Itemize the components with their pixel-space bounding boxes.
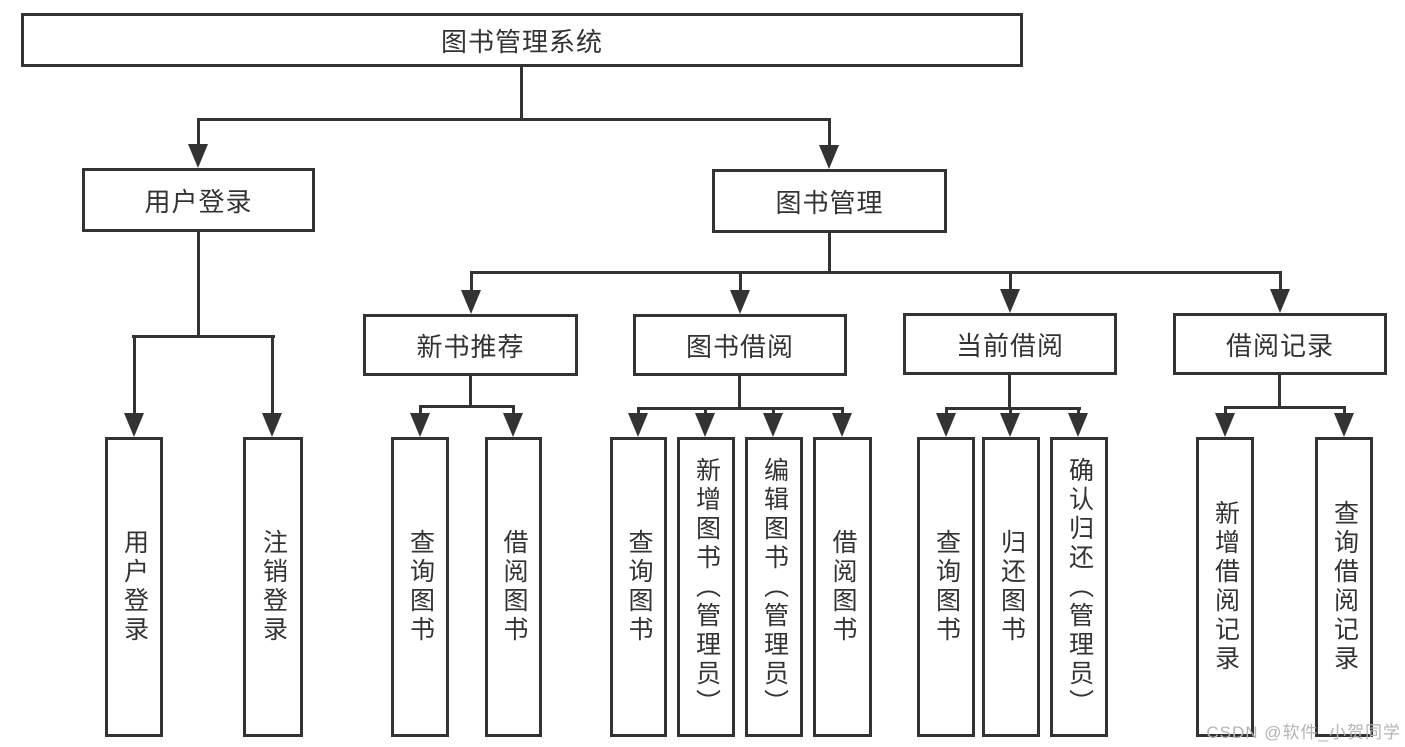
connector-line xyxy=(828,118,831,148)
leaf-label: 查询图书 xyxy=(932,529,961,645)
connector-line xyxy=(1009,407,1012,417)
arrow-down-icon xyxy=(461,290,481,314)
connector-line xyxy=(841,407,844,417)
connector-line xyxy=(1077,407,1080,417)
arrow-down-icon xyxy=(1334,413,1354,437)
node-label: 图书管理 xyxy=(775,187,884,218)
arrow-down-icon xyxy=(730,290,750,314)
leaf-label: 新增借阅记录 xyxy=(1211,500,1240,674)
leaf-records-query-record: 查询借阅记录 xyxy=(1315,437,1373,737)
leaf-label: 查询图书 xyxy=(406,529,435,645)
connector-line xyxy=(197,118,200,148)
leaf-current-query-book: 查询图书 xyxy=(917,437,975,737)
connector-line xyxy=(1278,375,1281,409)
connector-line xyxy=(637,407,640,417)
leaf-borrow-borrow-book: 借阅图书 xyxy=(813,437,872,737)
connector-line xyxy=(197,118,831,121)
arrow-down-icon xyxy=(188,144,208,168)
connector-line xyxy=(470,271,473,293)
arrow-down-icon xyxy=(410,413,430,437)
connector-line xyxy=(739,271,742,293)
leaf-label: 新增图书（管理员） xyxy=(692,456,721,718)
node-label: 借阅记录 xyxy=(1225,330,1334,361)
node-user-login: 用户登录 xyxy=(82,168,315,232)
node-borrow-records: 借阅记录 xyxy=(1173,313,1387,375)
arrow-down-icon xyxy=(1215,413,1235,437)
arrow-down-icon xyxy=(628,413,648,437)
leaf-label: 确认归还（管理员） xyxy=(1065,456,1094,718)
leaf-borrow-query-book: 查询图书 xyxy=(610,437,667,737)
leaf-logout: 注销登录 xyxy=(243,437,303,737)
connector-line xyxy=(419,405,515,408)
connector-line xyxy=(469,376,472,408)
csdn-watermark: CSDN @软件_小贺同学 xyxy=(1206,723,1401,742)
node-current-borrow: 当前借阅 xyxy=(903,313,1117,375)
leaf-borrow-add-book-admin: 新增图书（管理员） xyxy=(677,437,735,737)
connector-line xyxy=(132,335,275,338)
leaf-user-login: 用户登录 xyxy=(105,437,163,737)
node-book-borrow: 图书借阅 xyxy=(633,314,847,376)
connector-line xyxy=(520,66,523,120)
connector-line xyxy=(945,407,948,417)
leaf-label: 归还图书 xyxy=(997,529,1026,645)
arrow-down-icon xyxy=(1000,413,1020,437)
node-label: 图书借阅 xyxy=(685,331,794,362)
connector-line xyxy=(1224,406,1227,417)
connector-line xyxy=(738,376,741,410)
arrow-down-icon xyxy=(503,413,523,437)
connector-line xyxy=(1343,406,1346,417)
arrow-down-icon xyxy=(819,145,839,169)
connector-line xyxy=(470,271,1282,274)
leaf-borrow-edit-book-admin: 编辑图书（管理员） xyxy=(745,437,803,737)
leaf-label: 查询图书 xyxy=(625,529,653,645)
arrow-down-icon xyxy=(124,413,144,437)
node-book-management: 图书管理 xyxy=(712,169,947,233)
node-new-book-recommend: 新书推荐 xyxy=(363,314,578,376)
leaf-current-return-book: 归还图书 xyxy=(982,437,1040,737)
arrow-down-icon xyxy=(262,413,282,437)
connector-line xyxy=(271,335,274,415)
leaf-label: 注销登录 xyxy=(259,529,288,645)
arrow-down-icon xyxy=(1270,289,1290,313)
leaf-label: 编辑图书（管理员） xyxy=(760,456,789,718)
connector-line xyxy=(772,407,775,417)
leaf-label: 借阅图书 xyxy=(500,529,528,645)
connector-line xyxy=(1009,271,1012,293)
leaf-recommend-query-book: 查询图书 xyxy=(391,437,449,737)
node-label: 当前借阅 xyxy=(955,330,1064,361)
leaf-label: 查询借阅记录 xyxy=(1330,500,1359,674)
connector-line xyxy=(512,405,515,417)
leaf-recommend-borrow-book: 借阅图书 xyxy=(485,437,542,737)
connector-line xyxy=(828,233,831,274)
connector-line xyxy=(1279,271,1282,293)
node-label: 新书推荐 xyxy=(416,331,525,362)
arrow-down-icon xyxy=(695,413,715,437)
arrow-down-icon xyxy=(1068,413,1088,437)
leaf-label: 用户登录 xyxy=(120,529,149,645)
connector-line xyxy=(637,407,844,410)
connector-line xyxy=(197,232,200,337)
node-label: 用户登录 xyxy=(144,186,253,217)
leaf-label: 借阅图书 xyxy=(829,529,857,645)
node-label: 图书管理系统 xyxy=(440,26,603,57)
connector-line xyxy=(704,407,707,417)
arrow-down-icon xyxy=(763,413,783,437)
leaf-records-add-record: 新增借阅记录 xyxy=(1196,437,1254,737)
connector-line xyxy=(133,335,136,415)
connector-line xyxy=(945,407,1081,410)
arrow-down-icon xyxy=(936,413,956,437)
arrow-down-icon xyxy=(1000,289,1020,313)
arrow-down-icon xyxy=(832,413,852,437)
connector-line xyxy=(1224,406,1346,409)
connector-line xyxy=(419,405,422,417)
leaf-current-confirm-return-admin: 确认归还（管理员） xyxy=(1050,437,1108,737)
node-library-management-system: 图书管理系统 xyxy=(21,13,1023,67)
connector-line xyxy=(1008,375,1011,410)
